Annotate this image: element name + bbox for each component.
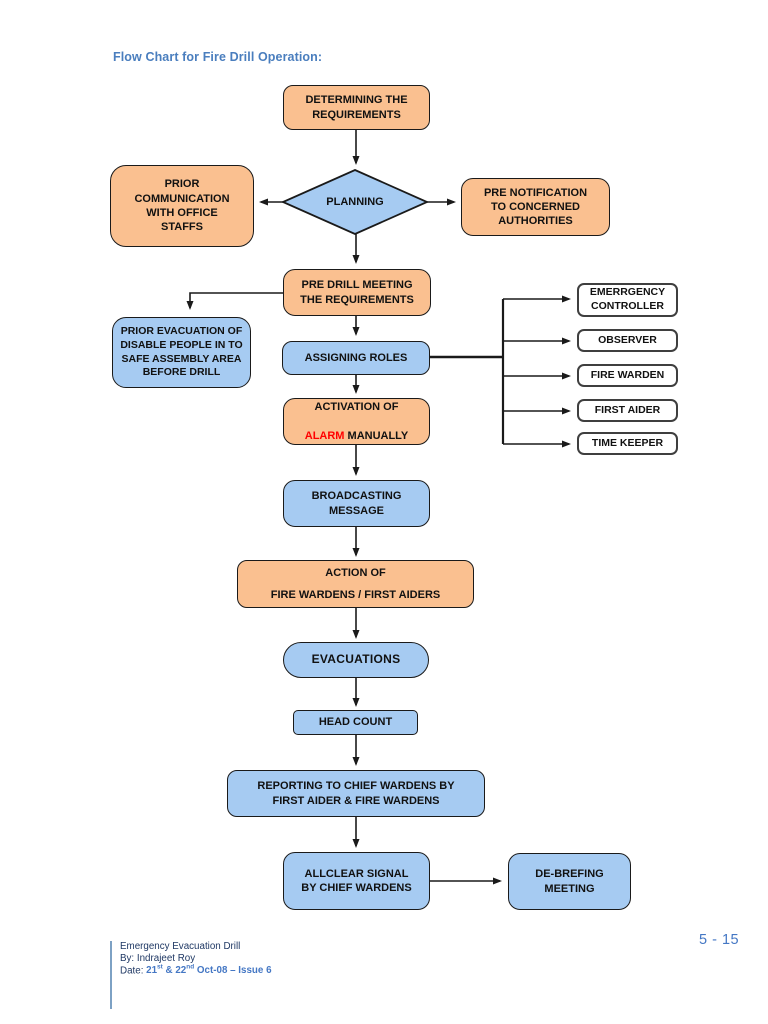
node-reporting-chief-wardens: REPORTING TO CHIEF WARDENS BY FIRST AIDE…: [227, 770, 485, 817]
action-line1: ACTION OF: [325, 567, 386, 580]
node-prior-communication: PRIOR COMMUNICATION WITH OFFICE STAFFS: [110, 165, 254, 247]
node-label: BROADCASTING MESSAGE: [311, 490, 402, 517]
node-activation-alarm: ACTIVATION OF ALARM MANUALLY: [283, 398, 430, 445]
footer-doc-title: Emergency Evacuation Drill: [120, 941, 241, 952]
node-label: DETERMINING THE REQUIREMENTS: [305, 94, 408, 121]
footer-date-sup1: st: [157, 964, 163, 972]
activation-rest: MANUALLY: [344, 429, 409, 442]
node-label: FIRST AIDER: [594, 403, 661, 416]
node-label: TIME KEEPER: [591, 436, 664, 449]
node-pre-drill-meeting: PRE DRILL MEETING THE REQUIREMENTS: [283, 269, 431, 316]
action-line2: FIRE WARDENS / FIRST AIDERS: [270, 588, 441, 601]
node-head-count: HEAD COUNT: [293, 710, 418, 735]
node-label: PRIOR COMMUNICATION WITH OFFICE STAFFS: [134, 178, 230, 234]
page-number: 5 - 15: [699, 932, 740, 948]
node-label: OBSERVER: [598, 333, 657, 346]
footer-author: By: Indrajeet Roy: [120, 952, 196, 964]
footer-accent-line: [110, 941, 112, 1009]
node-pre-notification: PRE NOTIFICATION TO CONCERNED AUTHORITIE…: [461, 178, 610, 236]
footer-date-rest: Oct-08 – Issue 6: [194, 965, 272, 977]
node-label: EVACUATIONS: [311, 652, 401, 667]
footer-date-label: Date:: [120, 965, 147, 977]
footer-date-day1: 21: [146, 965, 158, 977]
footer-date-value: 21st & 22nd Oct-08 – Issue 6: [146, 964, 272, 977]
node-role-first-aider: FIRST AIDER: [577, 399, 678, 422]
footer-date-sup2: nd: [186, 964, 195, 972]
node-label: PRE NOTIFICATION TO CONCERNED AUTHORITIE…: [483, 186, 588, 228]
node-label: ALLCLEAR SIGNAL BY CHIEF WARDENS: [301, 867, 412, 894]
page-footer: Emergency Evacuation Drill By: Indrajeet…: [120, 941, 272, 977]
node-evacuations: EVACUATIONS: [283, 642, 429, 678]
node-label: ASSIGNING ROLES: [304, 351, 408, 364]
node-label: PRE DRILL MEETING THE REQUIREMENTS: [300, 279, 414, 306]
alarm-word: ALARM: [304, 429, 345, 442]
node-determining-requirements: DETERMINING THE REQUIREMENTS: [283, 85, 430, 130]
node-role-time-keeper: TIME KEEPER: [577, 432, 678, 455]
node-label: FIRE WARDEN: [590, 368, 665, 381]
footer-date-mid: & 22: [162, 965, 187, 977]
node-label: EMERRGENCY CONTROLLER: [589, 286, 666, 312]
node-label: HEAD COUNT: [318, 716, 393, 729]
node-role-emergency-controller: EMERRGENCY CONTROLLER: [577, 283, 678, 317]
node-label: REPORTING TO CHIEF WARDENS BY FIRST AIDE…: [257, 780, 455, 807]
page-title: Flow Chart for Fire Drill Operation:: [113, 50, 323, 64]
activation-line1: ACTIVATION OF: [314, 401, 399, 414]
footer-date: Date: 21st & 22nd Oct-08 – Issue 6: [120, 964, 272, 977]
node-label: PRIOR EVACUATION OF DISABLE PEOPLE IN TO…: [120, 325, 243, 379]
node-debriefing-meeting: DE-BREFING MEETING: [508, 853, 631, 910]
node-label: DE-BREFING MEETING: [535, 868, 604, 895]
node-broadcasting-message: BROADCASTING MESSAGE: [283, 480, 430, 527]
node-label: ACTIVATION OF ALARM MANUALLY: [305, 400, 408, 443]
node-role-fire-warden: FIRE WARDEN: [577, 364, 678, 387]
node-role-observer: OBSERVER: [577, 329, 678, 352]
node-assigning-roles: ASSIGNING ROLES: [282, 341, 430, 375]
node-prior-evacuation: PRIOR EVACUATION OF DISABLE PEOPLE IN TO…: [112, 317, 251, 388]
node-planning: PLANNING: [283, 170, 427, 234]
node-action-of-wardens: ACTION OF FIRE WARDENS / FIRST AIDERS: [237, 560, 474, 608]
node-label: PLANNING: [326, 195, 384, 208]
node-allclear-signal: ALLCLEAR SIGNAL BY CHIEF WARDENS: [283, 852, 430, 910]
arrow-pre-drill-to-prior-evacuation: [186, 292, 283, 310]
